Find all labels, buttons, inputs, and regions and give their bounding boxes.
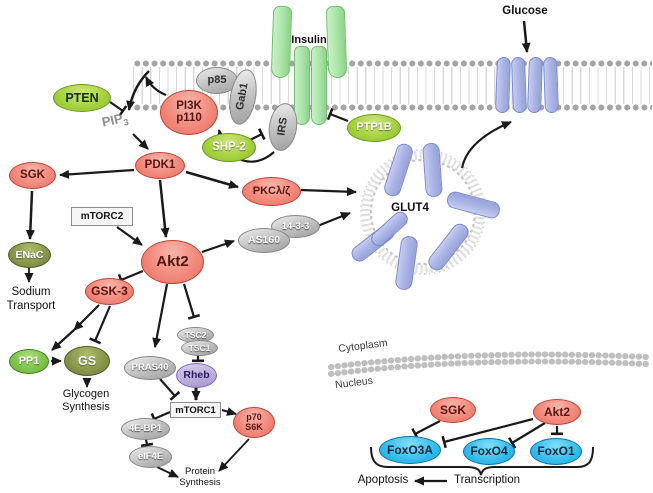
node-shp2: SHP-2 [202,133,256,162]
node-gsk3: GSK-3 [85,278,134,305]
edge-mtorc2-akt2 [116,226,143,246]
node-foxo4: FoxO4 [463,438,515,465]
membrane-inner-leaflet [133,103,652,112]
edge-gsk3-pp1-a [73,304,100,331]
node-pdk1: PDK1 [135,152,185,179]
insulin-receptor-beta-left [294,46,310,125]
glucose-channel-bar [495,56,511,114]
edge-gsk3-gs [89,305,112,345]
edge-4ebp1-eif4e [140,438,154,448]
edge-glut4-membrane [460,120,512,169]
node-pten: PTEN [53,84,111,112]
edge-akt2nuc-foxo4 [507,422,546,449]
edge-akt2-pras40 [152,283,169,348]
edge-ptp1b-receptor [326,108,349,123]
edge-pdk1-akt2 [158,179,170,238]
node-rheb: Rheb [176,363,217,388]
edge-mtorc1-p70s6k [221,407,237,416]
edge-membrane-pip3 [126,70,150,111]
node-gs: GS [64,346,110,376]
node-mtorc1: mTORC1 [170,402,221,418]
edge-as160-glut4 [314,211,351,229]
glucose-channel-bar [527,56,543,114]
edge-p70s6k-protein [218,438,250,472]
node-eif4e: eIF4E [129,446,172,468]
node-akt2-nuclear: Akt2 [533,399,581,425]
glycogen-synthesis-label: Glycogen Synthesis [62,388,110,414]
edge-eif4e-protein [156,466,179,478]
node-foxo3a: FoxO3A [379,436,441,464]
gab1-label: Gab1 [234,82,251,112]
edge-pkc-glut4 [300,187,357,197]
pip3-base: PIP [100,110,125,130]
edge-pdk1-pkc [185,170,239,189]
node-pras40: PRAS40 [124,356,176,380]
edge-pdk1-sgk [59,168,135,179]
edge-mtorc1-4ebp1 [150,410,171,425]
node-tsc1: TSC1 [181,340,218,356]
edge-pras40-mtorc1 [159,378,181,401]
glucose-label: Glucose [502,5,548,17]
foxo-group-brace [370,446,594,476]
apoptosis-label: Apoptosis [357,474,409,486]
edge-akt2-tsc [182,283,201,320]
node-sgk-nuclear: SGK [430,397,476,423]
glucose-channel-bar [543,56,559,114]
edge-pip3-membrane [145,76,167,97]
node-4ebp1: 4E-BP1 [121,418,170,440]
edge-gsk3-pp1-b [51,329,75,351]
transcription-label: Transcription [453,474,521,486]
edge-akt2-gsk3 [117,269,144,286]
node-sgk: SGK [9,162,56,189]
node-as160: AS160 [238,228,290,253]
insulin-receptor-beta-right [311,46,327,125]
node-foxo1: FoxO1 [530,438,582,465]
node-pkc-lambda-zeta: PKCλ/ζ [242,177,301,206]
node-ptp1b: PTP1B [347,114,401,142]
edge-pten-pip3 [109,101,128,117]
edge-glucose-channel [521,20,531,53]
insulin-label: Insulin [291,34,327,46]
edge-sgk-enac [25,190,35,240]
node-mtorc2: mTORC2 [71,207,133,226]
edge-akt2-as160 [201,239,235,254]
edge-sgknuc-foxo3a [411,420,441,440]
node-pi3k-p110: PI3K p110 [160,90,218,135]
edge-pip3-pdk1 [132,133,149,150]
edge-akt2nuc-foxo3a [441,417,534,449]
node-enac: ENaC [8,242,51,268]
node-pp1: PP1 [9,349,49,374]
node-p70s6k: p70 S6K [233,407,275,438]
glucose-channel-bar [511,56,527,114]
node-akt2: Akt2 [141,240,204,284]
nuclear-envelope [328,351,649,377]
irs-label: IRS [275,116,290,137]
glut4-label: GLUT4 [391,202,429,214]
protein-synthesis-label: Protein Synthesis [179,466,221,489]
sodium-transport-label: Sodium Transport [6,286,56,312]
membrane-outer-leaflet [133,59,652,68]
